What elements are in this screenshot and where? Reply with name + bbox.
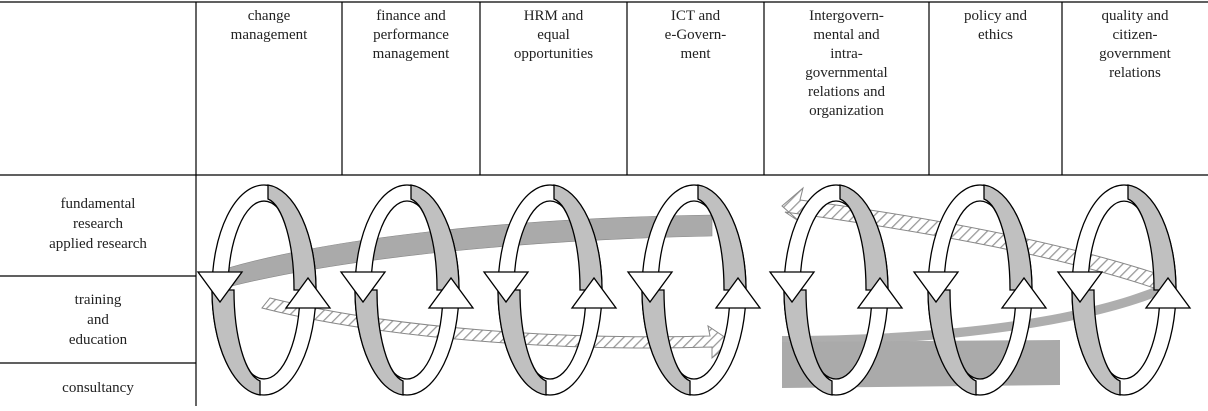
arrowhead-down [482,271,530,304]
arrowhead-up [1144,276,1192,309]
cycle-ring [1056,184,1192,396]
column-header-hrm: HRM and equal opportunities [513,8,594,62]
column-header-intergovernmental: Intergovern- mental and intra- governmen… [805,8,888,119]
column-header-change-management: change management [230,8,308,43]
cycle-ring [626,184,762,396]
column-header-quality: quality and citizen- government relation… [1099,8,1171,81]
arrowhead-up [284,276,332,309]
column-header-finance-management: finance and performance management [372,8,450,62]
row-label-consultancy: consultancy [62,380,134,396]
arrowhead-up [427,276,475,309]
cycle-ring [482,184,618,396]
arrowhead-up [1000,276,1048,309]
column-header-ict: ICT and e-Govern- ment [664,8,727,62]
cycle-ring [339,184,475,396]
band-solid-lower [782,284,1168,346]
row-label-training: training and education [68,292,128,348]
arrowhead-down [1056,271,1104,304]
band-hatched-lower [261,297,733,360]
arrowhead-down [196,271,244,304]
cycle-rings [196,184,1192,396]
arrowhead-down [339,271,387,304]
cycle-ring [912,184,1048,396]
arrowhead-down [912,271,960,304]
arrowhead-up [714,276,762,309]
arrowhead-up [570,276,618,309]
ring-front-segment-upper [839,184,889,291]
arrowhead-down [768,271,816,304]
ring-front-segment-lower [354,289,404,396]
arrowhead-up [856,276,904,309]
row-label-research: fundamental research applied research [49,196,147,252]
ring-front-segment-upper [697,184,747,291]
cycle-ring [196,184,332,396]
arrowhead-down [626,271,674,304]
column-header-policy-ethics: policy and ethics [964,8,1027,43]
cycle-ring [768,184,904,396]
ring-front-segment-lower [211,289,261,396]
